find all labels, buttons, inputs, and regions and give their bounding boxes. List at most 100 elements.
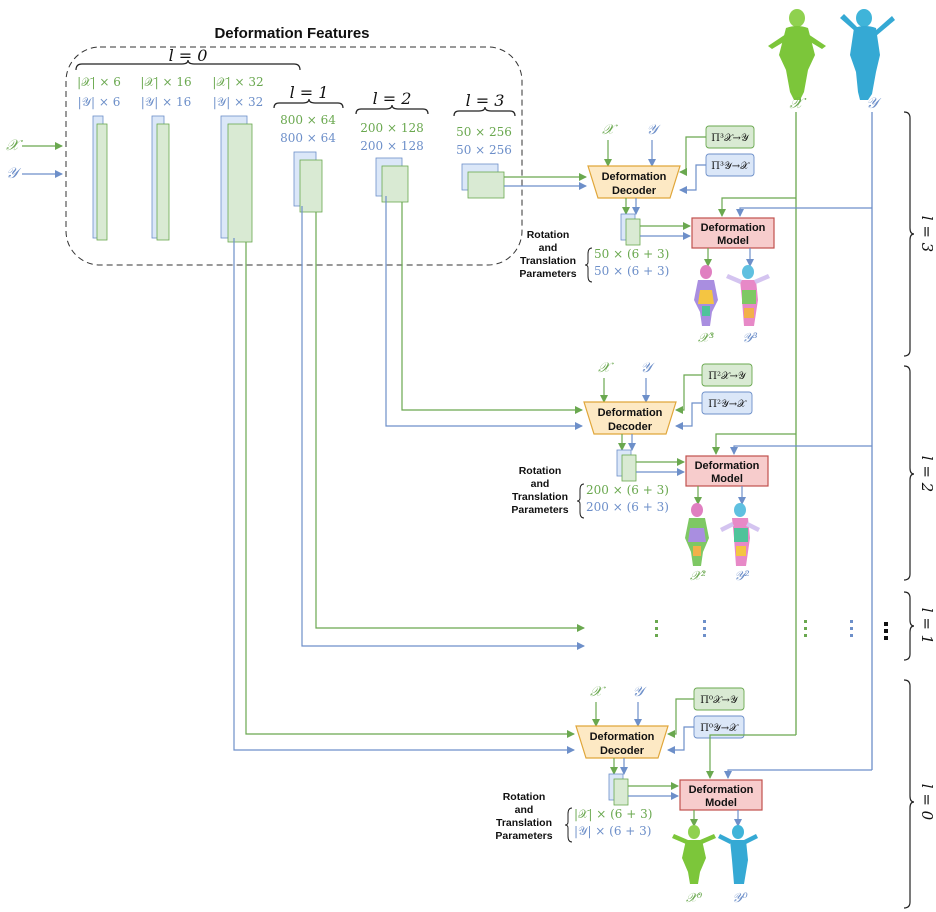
input-x-label: 𝒳 [6,136,23,154]
l0-y-dim-3: |𝒴| × 32 [213,95,263,109]
l2-x-dim: 200 × 128 [360,121,424,135]
stage0-decoder [575,725,669,759]
input-mesh-y [840,9,895,100]
stage0-pi-xy: Π⁰𝒳→𝒴 [700,695,739,706]
l3-y-dim: 50 × 256 [456,143,512,157]
level1-label: l = 1 [290,83,329,102]
side-label-l1: l = 1 [918,608,936,644]
l0-feature-block-2 [151,115,170,241]
level3-label: l = 3 [466,91,505,110]
stage3-pi-yx: Π³𝒴→𝒳 [711,161,750,172]
level0-label: l = 0 [169,46,208,65]
l1-green-route [315,212,585,632]
level3-brace [453,106,516,117]
stage3-pi-xy: Π³𝒳→𝒴 [711,133,750,144]
l3-feature-block [461,163,505,199]
stage2-output-mesh-y [720,503,760,566]
stage0-model [679,779,763,811]
stage2-out-y: 𝒴² [734,569,749,584]
stage0-rt-1: Rotation [503,791,546,803]
l0-green-route [245,242,575,738]
stage2-rt-1: Rotation [519,465,562,477]
input-y-label: 𝒴 [6,164,22,182]
stage0-model-label-1: Deformation [689,784,754,796]
stage0-x-input: 𝒳 [590,684,606,700]
stage3-out-x: 𝒳³ [698,331,714,346]
side-bracket-l2 [903,365,915,581]
stage0-rt-4: Parameters [495,830,552,842]
stage3-model-label-1: Deformation [701,222,766,234]
side-label-l2: l = 2 [918,456,936,492]
stage2-rt-3: Translation [512,491,568,503]
stage0-model-label-2: Model [705,797,737,809]
stage2-rt-4: Parameters [511,504,568,516]
side-label-l3: l = 3 [918,216,936,252]
features-title: Deformation Features [214,25,369,42]
stage3-rt-3: Translation [520,255,576,267]
stage3-output-mesh-x [694,265,718,326]
stage3-x-input: 𝒳 [602,122,618,138]
stage2-rt-y: 200 × (6 + 3) [586,500,669,514]
l1-blue-route [301,206,585,650]
stage0-decoder-label-1: Deformation [590,731,655,743]
stage2-model [685,455,769,487]
input-mesh-x [768,9,826,100]
stage0-rt-2: and [515,804,534,816]
l0-x-dim-2: |𝒳| × 16 [140,75,191,89]
stage0-out-x: 𝒳⁰ [686,891,703,906]
stage0-decoder-label-2: Decoder [600,745,645,757]
side-bracket-l3 [903,111,915,357]
stage0-output-mesh-x [672,825,716,884]
stage0-pi-yx: Π⁰𝒴→𝒳 [700,723,739,734]
stage3-rt-2: and [539,242,558,254]
stage-l0: 𝒳 𝒴 Π⁰𝒳→𝒴 Π⁰𝒴→𝒳 Deformation Decoder Defo… [495,684,872,906]
level2-brace [355,104,429,115]
level1-brace [273,98,344,109]
stage3-rt-1: Rotation [527,229,570,241]
stage2-x-input: 𝒳 [598,360,614,376]
l0-feature-block-1 [92,115,108,241]
stage2-output-mesh-x [685,503,709,566]
l2-green-route [401,202,583,414]
side-bracket-l0 [903,679,915,909]
level2-label: l = 2 [373,89,412,108]
stage2-pi-xy: Π²𝒳→𝒴 [708,371,747,382]
l2-blue-route [385,196,583,430]
stage0-rt-x: |𝒳| × (6 + 3) [574,807,652,821]
stage2-rt-x: 200 × (6 + 3) [586,483,669,497]
stage-l3: 𝒳 𝒴 Π³𝒳→𝒴 Π³𝒴→𝒳 Deformation Decoder Defo… [504,122,872,346]
stage3-y-input: 𝒴 [647,122,662,138]
l0-y-dim-2: |𝒴| × 16 [141,95,191,109]
stage-l2: 𝒳 𝒴 Π²𝒳→𝒴 Π²𝒴→𝒳 Deformation Decoder Defo… [511,360,872,584]
stage3-decoder-label-2: Decoder [612,185,657,197]
level0-brace [75,59,301,71]
l0-y-dim-1: |𝒴| × 6 [78,95,121,109]
stage0-rt-y: |𝒴| × (6 + 3) [574,824,652,838]
stage2-y-input: 𝒴 [641,360,656,376]
stage3-output-mesh-y [726,265,770,326]
side-label-l0: l = 0 [918,784,936,821]
stage2-out-x: 𝒳² [690,569,706,584]
stage3-model-label-2: Model [717,235,749,247]
l0-feature-block-3 [220,115,253,243]
ellipsis-markers [655,620,888,640]
l2-feature-block [375,157,409,203]
stage0-out-y: 𝒴⁰ [732,891,748,906]
stage3-rt-y: 50 × (6 + 3) [594,264,669,278]
stage3-decoder [587,165,681,199]
stage3-rt-x: 50 × (6 + 3) [594,247,669,261]
stage3-rt-4: Parameters [519,268,576,280]
l1-feature-block [293,151,323,213]
stage3-decoder-label-1: Deformation [602,171,667,183]
l0-x-dim-1: |𝒳| × 6 [77,75,121,89]
input-mesh-x-label: 𝒳 [790,94,807,112]
stage2-pi-yx: Π²𝒴→𝒳 [708,399,747,410]
l3-x-dim: 50 × 256 [456,125,512,139]
l1-x-dim: 800 × 64 [280,113,336,127]
stage2-model-label-1: Deformation [695,460,760,472]
stage0-y-input: 𝒴 [633,684,648,700]
stage2-model-label-2: Model [711,473,743,485]
l0-x-dim-3: |𝒳| × 32 [212,75,263,89]
stage2-decoder-label-2: Decoder [608,421,653,433]
